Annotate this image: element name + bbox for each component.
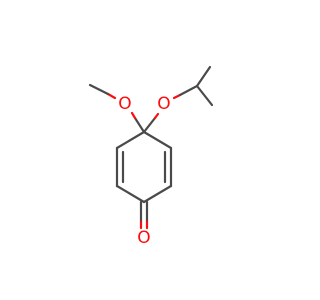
bond-o-ch [178, 84, 199, 97]
ring-bonds [115, 130, 173, 204]
atom-o-carbonyl: O [137, 228, 150, 248]
bond-c6-c1 [142, 184, 173, 204]
isopropoxy-group: O [142, 65, 214, 134]
bond-c4-o-isopropoxy-red [153, 112, 160, 120]
molecule-structure: O O O [88, 65, 214, 248]
atom-o-methoxy: O [118, 94, 131, 114]
bond-o-ch-red [172, 93, 182, 100]
carbonyl-group: O [137, 200, 151, 248]
bond-ch-ch3-upper [195, 65, 212, 88]
atom-o-isopropoxy: O [157, 94, 170, 114]
bond-c4-o-methoxy [133, 116, 146, 134]
bond-o-ch3-red [106, 92, 117, 100]
bond-c4-c3 [115, 130, 146, 150]
bond-c2-c1 [115, 184, 146, 204]
bond-o-ch3 [88, 83, 110, 96]
bond-c4-o-methoxy-red [130, 111, 137, 120]
bond-c4-o-isopropoxy [142, 116, 157, 134]
bond-ch-ch3-lower [195, 84, 214, 107]
bond-c4-c5 [142, 130, 173, 150]
methoxy-group: O [88, 83, 146, 134]
